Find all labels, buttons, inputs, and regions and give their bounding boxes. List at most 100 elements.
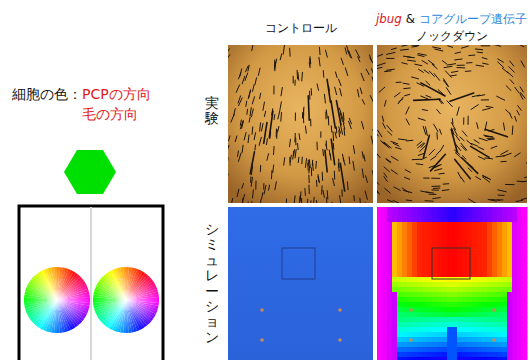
simulation-map <box>462 302 468 308</box>
fly-photo <box>323 190 324 197</box>
fly-photo <box>343 113 345 121</box>
simulation-map <box>482 352 488 358</box>
simulation-map <box>472 327 478 333</box>
simulation-map <box>402 342 408 348</box>
fly-photo <box>313 197 315 203</box>
fly-photo <box>254 133 255 140</box>
simulation-map <box>442 267 448 273</box>
simulation-map <box>452 237 458 243</box>
simulation-map <box>437 302 443 308</box>
simulation-map <box>477 247 483 253</box>
simulation-map <box>507 257 513 263</box>
simulation-map <box>412 297 418 303</box>
simulation-map <box>387 207 393 213</box>
simulation-map <box>392 232 398 238</box>
simulation-map <box>437 232 443 238</box>
simulation-map <box>512 307 518 313</box>
fly-photo <box>377 63 385 66</box>
simulation-map <box>402 222 408 228</box>
simulation-map <box>407 247 413 253</box>
simulation-map <box>432 342 438 348</box>
fly-photo <box>503 153 511 156</box>
fly-photo <box>325 150 327 172</box>
simulation-map <box>442 287 448 293</box>
fly-photo <box>228 158 229 167</box>
simulation-map <box>382 257 388 263</box>
simulation-map <box>402 282 408 288</box>
simulation-map <box>522 347 528 353</box>
simulation-map <box>442 322 448 328</box>
simulation-map <box>512 317 518 323</box>
simulation-map <box>477 237 483 243</box>
fly-photo <box>377 132 379 136</box>
simulation-map <box>377 207 383 213</box>
simulation-map <box>412 322 418 328</box>
fly-photo <box>235 136 237 142</box>
simulation-map <box>387 297 393 303</box>
fly-photo <box>416 163 423 165</box>
simulation-map <box>507 262 513 268</box>
fly-photo <box>488 139 494 141</box>
simulation-map <box>457 352 463 358</box>
simulation-map <box>447 342 453 348</box>
simulation-map <box>442 252 448 258</box>
simulation-map <box>387 357 393 360</box>
simulation-map <box>492 332 498 338</box>
simulation-map <box>462 262 468 268</box>
fly-photo <box>377 45 527 203</box>
simulation-map <box>457 282 463 288</box>
fly-photo <box>353 196 354 201</box>
simulation-map <box>422 277 428 283</box>
fly-photo <box>329 150 330 156</box>
simulation-map <box>407 312 413 318</box>
simulation-map <box>387 257 393 263</box>
simulation-map <box>512 342 518 348</box>
simulation-map <box>377 337 383 343</box>
simulation-map <box>512 337 518 343</box>
simulation-map <box>427 287 433 293</box>
fly-photo <box>317 84 318 90</box>
simulation-map <box>477 277 483 283</box>
fly-photo <box>455 52 461 53</box>
simulation-map <box>487 277 493 283</box>
simulation-map <box>387 222 393 228</box>
simulation-map <box>452 262 458 268</box>
simulation-map <box>512 252 518 258</box>
fly-photo <box>242 76 245 83</box>
fly-photo <box>424 70 429 74</box>
simulation-map <box>497 247 503 253</box>
simulation-map <box>477 227 483 233</box>
simulation-map <box>522 217 528 223</box>
simulation-map <box>492 222 498 228</box>
simulation-map <box>462 282 468 288</box>
simulation-map <box>497 307 503 313</box>
label-text: 実験 <box>205 95 219 126</box>
simulation-map <box>412 307 418 313</box>
simulation-map <box>477 312 483 318</box>
simulation-map <box>492 307 498 313</box>
simulation-map <box>517 217 523 223</box>
simulation-map <box>462 342 468 348</box>
fly-photo <box>275 59 277 68</box>
fly-photo <box>336 101 341 125</box>
simulation-map <box>442 347 448 353</box>
simulation-map <box>482 317 488 323</box>
fly-photo <box>353 161 354 170</box>
simulation-map <box>422 317 428 323</box>
fly-photo <box>318 175 320 183</box>
simulation-map <box>417 302 423 308</box>
simulation-map <box>512 267 518 273</box>
simulation-map <box>472 307 478 313</box>
simulation-map <box>412 212 418 218</box>
simulation-map <box>382 222 388 228</box>
simulation-map <box>522 257 528 263</box>
simulation-map <box>432 227 438 233</box>
simulation-map <box>382 247 388 253</box>
simulation-map <box>392 252 398 258</box>
simulation-map <box>472 342 478 348</box>
fly-photo <box>311 168 312 176</box>
simulation-map <box>377 287 383 293</box>
simulation-map <box>437 312 443 318</box>
fly-photo <box>260 93 261 99</box>
fly-photo <box>372 77 373 82</box>
